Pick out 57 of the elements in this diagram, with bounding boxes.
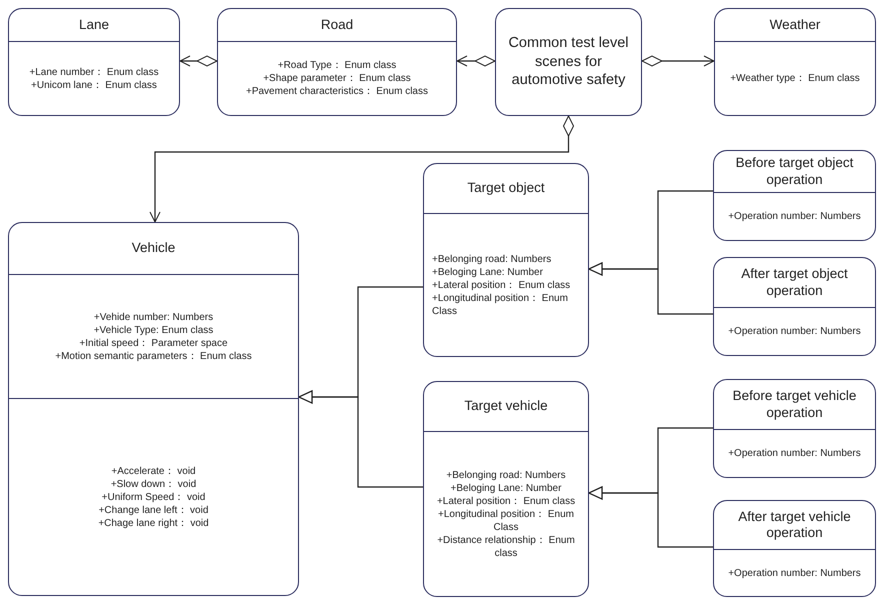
attribute-text: +Unicom lane： Enum class [31, 78, 157, 92]
attribute-text: +Lateral position： Enum class [436, 494, 576, 508]
attribute-text: +Distance relationship： Enum class [436, 534, 576, 560]
attribute-text: +Operation number: Numbers [728, 566, 861, 580]
class-box [714, 8, 876, 116]
class-name: Road [320, 16, 354, 34]
class-box [423, 381, 589, 597]
class-name: Before target vehicle operation [732, 388, 858, 421]
operation-text: +Slow down： void [110, 478, 196, 490]
aggregation-arrow [150, 116, 574, 222]
class-name: Lane [78, 16, 110, 34]
attribute-text: +Operation number: Numbers [728, 210, 861, 223]
operation-text: +Chage lane right： void [98, 516, 209, 530]
class-name: After target object operation [740, 266, 849, 299]
class-box [713, 257, 876, 356]
attribute-text: +Shape parameter： Enum class [263, 72, 411, 85]
class-name: Weather [770, 16, 820, 34]
attribute-text: +Weather type： Enum class [730, 72, 860, 85]
class-name: Target object [467, 180, 545, 197]
aggregation-arrow [642, 56, 714, 66]
class-box [713, 379, 876, 478]
generalization-arrow [298, 390, 423, 488]
operation-text: +Accelerate： void [111, 464, 196, 478]
class-box [713, 150, 876, 241]
class-name: Vehicle [132, 240, 176, 257]
attribute-text: +Operation number: Numbers [728, 325, 861, 338]
attribute-text: +Lateral position： Enum class [432, 278, 572, 292]
class-box [8, 222, 299, 596]
class-box [8, 8, 180, 116]
attribute-text: +Road Type： Enum class [278, 59, 396, 72]
class-name: Common test level scenes for automotive safety [507, 34, 630, 90]
attribute-text: +Motion semantic parameters： Enum class [55, 350, 252, 362]
aggregation-arrow [180, 56, 218, 66]
attribute-text: +Pavement characteristics： Enum class [246, 85, 428, 98]
attribute-text: +Beloging Lane: Number [450, 482, 562, 494]
operation-text: +Change lane left： void [98, 504, 208, 516]
class-box [217, 8, 457, 116]
attribute-text: +Belonging road: Numbers [432, 252, 552, 266]
generalization-arrow [588, 262, 713, 315]
attribute-text: +Lane number： Enum class [29, 66, 159, 78]
class-name: Before target object operation [734, 155, 854, 188]
attribute-text: +Vehide number: Numbers [94, 310, 214, 324]
class-box [423, 163, 589, 357]
attribute-text: +Longitudinal position： Enum Class [437, 508, 575, 534]
attribute-text: +Longitudinal position： Enum Class [432, 292, 569, 318]
attribute-text: +Vehicle Type: Enum class [94, 324, 214, 336]
class-name: After target vehicle operation [737, 508, 852, 542]
attribute-text: +Beloging Lane: Number [432, 266, 544, 278]
attribute-text: +Initial speed： Parameter space [79, 336, 228, 350]
attribute-text: +Operation number: Numbers [728, 447, 861, 460]
aggregation-arrow [456, 56, 496, 66]
generalization-arrow [588, 486, 713, 548]
class-box [713, 500, 876, 597]
attribute-text: +Belonging road: Numbers [446, 468, 566, 482]
package-box [495, 8, 642, 116]
class-name: Target vehicle [464, 398, 548, 415]
operation-text: +Uniform Speed： void [102, 490, 206, 504]
